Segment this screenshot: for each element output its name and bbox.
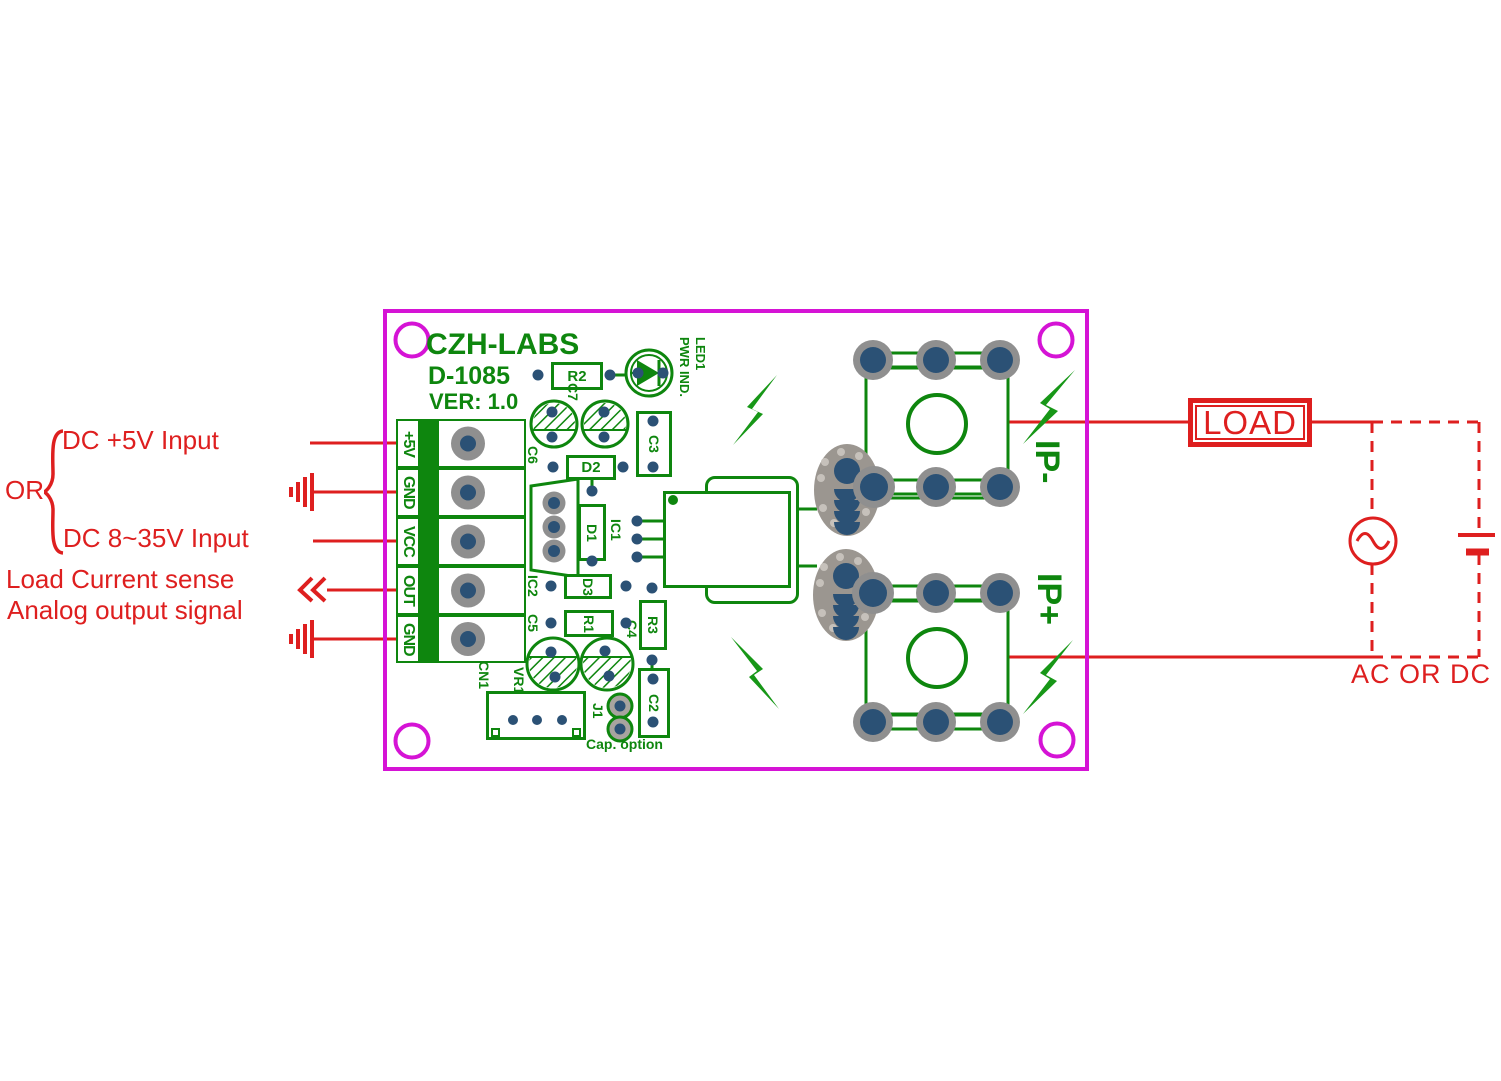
ic1-body xyxy=(663,491,791,588)
board-model: D-1085 xyxy=(428,362,510,390)
capacitor-c4-icon xyxy=(579,636,635,692)
diode-d2: D2 xyxy=(566,455,616,480)
via-cluster-icon xyxy=(814,444,880,536)
board-version: VER: 1.0 xyxy=(429,389,519,414)
refdes-c7: C7 xyxy=(565,383,581,401)
capacitor-c6-icon xyxy=(580,399,630,449)
out-arrows-icon xyxy=(297,576,327,603)
mounting-hole xyxy=(1037,321,1075,359)
resistor-r1: R1 xyxy=(564,610,614,637)
cn1-notch xyxy=(491,728,500,737)
ic2-footprint xyxy=(529,477,580,579)
capacitor-c3: C3 xyxy=(636,411,672,477)
led1-function: PWR IND. xyxy=(677,337,692,397)
ac-or-dc-label: AC OR DC xyxy=(1351,659,1492,689)
led1-name: LED1 xyxy=(693,337,708,371)
high-current-bolt-icon xyxy=(731,370,1075,714)
terminal-slot xyxy=(437,468,526,517)
via-cluster-icon xyxy=(813,549,879,641)
terminal-label-out: OUT xyxy=(396,566,420,615)
load-box: LOAD xyxy=(1188,398,1312,447)
ip-minus-label: IP- xyxy=(1028,440,1066,484)
or-brace-icon xyxy=(43,429,64,555)
ground-icon xyxy=(289,473,314,511)
terminal-label-gnd2: GND xyxy=(396,615,420,663)
cn1-notch xyxy=(572,728,581,737)
board-brand: CZH-LABS xyxy=(426,328,580,361)
refdes-ic1: IC1 xyxy=(608,519,624,541)
input-wires xyxy=(310,441,397,641)
refdes-cn1: CN1 xyxy=(476,661,492,690)
ip-minus-terminal-outline xyxy=(864,351,1010,500)
terminal-slot xyxy=(437,566,526,615)
terminal-slot xyxy=(437,615,526,663)
analog-output-label: Analog output signal xyxy=(7,595,243,625)
ac-source-icon xyxy=(1348,516,1398,566)
power-led-icon xyxy=(624,348,674,398)
terminal-block-bar xyxy=(419,419,437,663)
resistor-r2: R2 xyxy=(551,362,603,390)
cap-option-note: Cap. option xyxy=(586,736,663,752)
terminal-label-gnd: GND xyxy=(396,468,420,517)
ip-plus-terminal-outline xyxy=(864,584,1010,731)
diode-d1: D1 xyxy=(578,504,606,561)
refdes-c5: C5 xyxy=(525,614,541,632)
terminal-block: +5V GND VCC OUT GND xyxy=(396,419,526,663)
refdes-ic2: IC2 xyxy=(525,575,541,597)
resistor-r3: R3 xyxy=(639,600,667,650)
dc-8-35v-input-label: DC 8~35V Input xyxy=(63,523,249,553)
diode-d3: D3 xyxy=(564,574,612,599)
ground-icon xyxy=(289,620,314,658)
capacitor-c5-icon xyxy=(525,636,581,692)
load-circuit-wires xyxy=(1008,420,1481,659)
load-current-sense-label: Load Current sense xyxy=(6,564,235,594)
terminal-label-5v: +5V xyxy=(396,419,420,468)
capacitor-c2: C2 xyxy=(638,668,670,738)
load-label: LOAD xyxy=(1203,404,1297,441)
refdes-c4: C4 xyxy=(624,620,640,638)
terminal-slot xyxy=(437,517,526,566)
terminal-slot xyxy=(437,419,526,468)
terminal-label-vcc: VCC xyxy=(396,517,420,566)
battery-icon xyxy=(1458,533,1495,556)
load-box-inner: LOAD xyxy=(1195,405,1305,440)
mounting-hole xyxy=(393,321,431,359)
mounting-hole xyxy=(1038,721,1076,759)
refdes-vr1: VR1 xyxy=(511,667,527,695)
dc-5v-input-label: DC +5V Input xyxy=(62,425,219,455)
capacitor-c7-icon xyxy=(529,399,579,449)
ip-plus-label: IP+ xyxy=(1030,573,1068,625)
connector-cn1 xyxy=(486,691,586,740)
refdes-c6: C6 xyxy=(525,446,541,464)
refdes-j1: J1 xyxy=(590,703,606,719)
or-label: OR xyxy=(5,475,44,505)
mounting-hole xyxy=(393,722,431,760)
